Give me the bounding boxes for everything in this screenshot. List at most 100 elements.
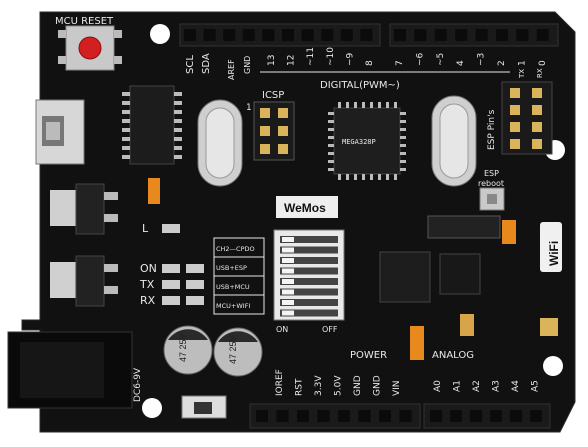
chip-pin <box>354 174 357 180</box>
header-pin <box>455 29 468 41</box>
chip-pin <box>394 102 397 108</box>
mount-hole-top-left <box>150 24 170 44</box>
dip-slot <box>280 267 338 275</box>
led-l-label: L <box>142 222 149 235</box>
dip-toggle[interactable] <box>282 247 294 253</box>
esp-reboot-button[interactable] <box>479 187 505 211</box>
header-pin <box>532 139 542 149</box>
header-pin <box>532 105 542 115</box>
reset-button[interactable] <box>58 25 122 71</box>
chip-pin <box>400 144 406 147</box>
chip-pin <box>370 174 373 180</box>
dip-toggle[interactable] <box>282 237 294 242</box>
wemos-logo: WeMos <box>276 196 338 218</box>
analog-pin-label: A3 <box>492 380 502 392</box>
digital-label: DIGITAL(PWM~) <box>320 80 400 91</box>
chip-pin <box>400 160 406 163</box>
crystal-right <box>431 95 477 187</box>
dip-switch[interactable] <box>273 229 345 321</box>
digital-pin-label: 2 <box>497 60 507 66</box>
header-pin <box>282 29 294 41</box>
dip-slot <box>280 309 338 317</box>
crystal-left <box>197 99 243 187</box>
analog-header[interactable] <box>423 403 551 429</box>
esp-reboot-label-1: ESP <box>484 169 499 178</box>
voltage-regulator-1 <box>50 183 118 235</box>
chip-pin <box>328 168 334 171</box>
chip-pin <box>328 160 334 163</box>
chip-pin <box>328 120 334 123</box>
mount-hole-bottom-left <box>142 398 162 418</box>
icsp-header[interactable] <box>253 101 295 161</box>
digital-pin-label: ~11 <box>306 47 316 66</box>
header-pin <box>532 122 542 132</box>
header-pin <box>496 29 508 41</box>
header-pin <box>536 29 549 41</box>
power-pin-label: GND <box>373 375 383 396</box>
header-pin <box>262 29 275 41</box>
chip-pin <box>174 92 182 96</box>
chip-pin <box>174 101 182 105</box>
analog-pin-label: A5 <box>531 380 541 392</box>
led-rx-label: RX <box>140 294 156 307</box>
header-pin <box>490 410 502 422</box>
header-pin <box>414 29 427 41</box>
digital-pin-label: 1 <box>517 60 527 66</box>
dip-toggle[interactable] <box>282 300 294 305</box>
chip-pin <box>338 174 341 180</box>
voltage-regulator-2 <box>50 255 118 307</box>
top-pin-labels: SCL SDA AREF GND <box>185 53 252 80</box>
dip-slot <box>280 278 338 285</box>
chip-pin <box>174 119 182 123</box>
chip-pin <box>122 92 130 96</box>
dip-slot <box>280 288 338 296</box>
dip-toggle[interactable] <box>282 289 294 295</box>
esp-pins-label: ESP Pin's <box>487 109 497 150</box>
digital-pin-label: ~9 <box>345 52 355 66</box>
header-pin <box>256 410 268 422</box>
header-pin <box>510 410 522 422</box>
mcu-chip-label: MEGA328P <box>342 138 376 146</box>
header-pin <box>360 29 373 41</box>
chip-pin <box>400 136 406 139</box>
chip-pin <box>122 119 130 123</box>
tx-header-label: TX <box>518 69 526 79</box>
dc-jack-label: DC6-9V <box>133 367 143 402</box>
header-pin <box>430 410 442 422</box>
digital-header-right[interactable] <box>389 23 559 47</box>
header-pin <box>358 410 371 422</box>
chip-pin <box>400 120 406 123</box>
icsp-pin1-label: 1 <box>246 103 252 113</box>
power-pin-label: IOREF <box>275 369 285 396</box>
header-pin <box>450 410 462 422</box>
mode-2: USB+ESP <box>216 264 247 272</box>
label-aref: AREF <box>227 59 236 80</box>
digital-pin-label: ~10 <box>326 47 336 66</box>
chip-pin <box>346 174 349 180</box>
chip-pin <box>386 174 389 180</box>
power-header[interactable] <box>249 403 421 429</box>
dip-toggle[interactable] <box>282 258 294 263</box>
header-pin <box>223 29 236 41</box>
wemos-logo-text: WeMos <box>284 201 326 215</box>
dip-toggle[interactable] <box>282 268 294 274</box>
header-pin <box>394 29 406 41</box>
icsp-label: ICSP <box>262 90 284 101</box>
chip-pin <box>122 155 130 159</box>
digital-pin-label: 0 <box>538 60 548 66</box>
power-pin-label: 3.3V <box>314 375 324 396</box>
chip-pin <box>174 110 182 114</box>
chip-pin <box>394 174 397 180</box>
dip-toggle[interactable] <box>282 310 294 316</box>
digital-pin-label: 7 <box>395 60 405 66</box>
chip-pin <box>122 146 130 150</box>
dip-toggle[interactable] <box>282 279 294 284</box>
header-pin <box>510 122 520 132</box>
esp-pin-header[interactable] <box>501 81 553 155</box>
header-pin <box>321 29 334 41</box>
mode-4: MCU+WIFI <box>216 302 250 310</box>
bottom-jumper[interactable] <box>181 395 227 419</box>
